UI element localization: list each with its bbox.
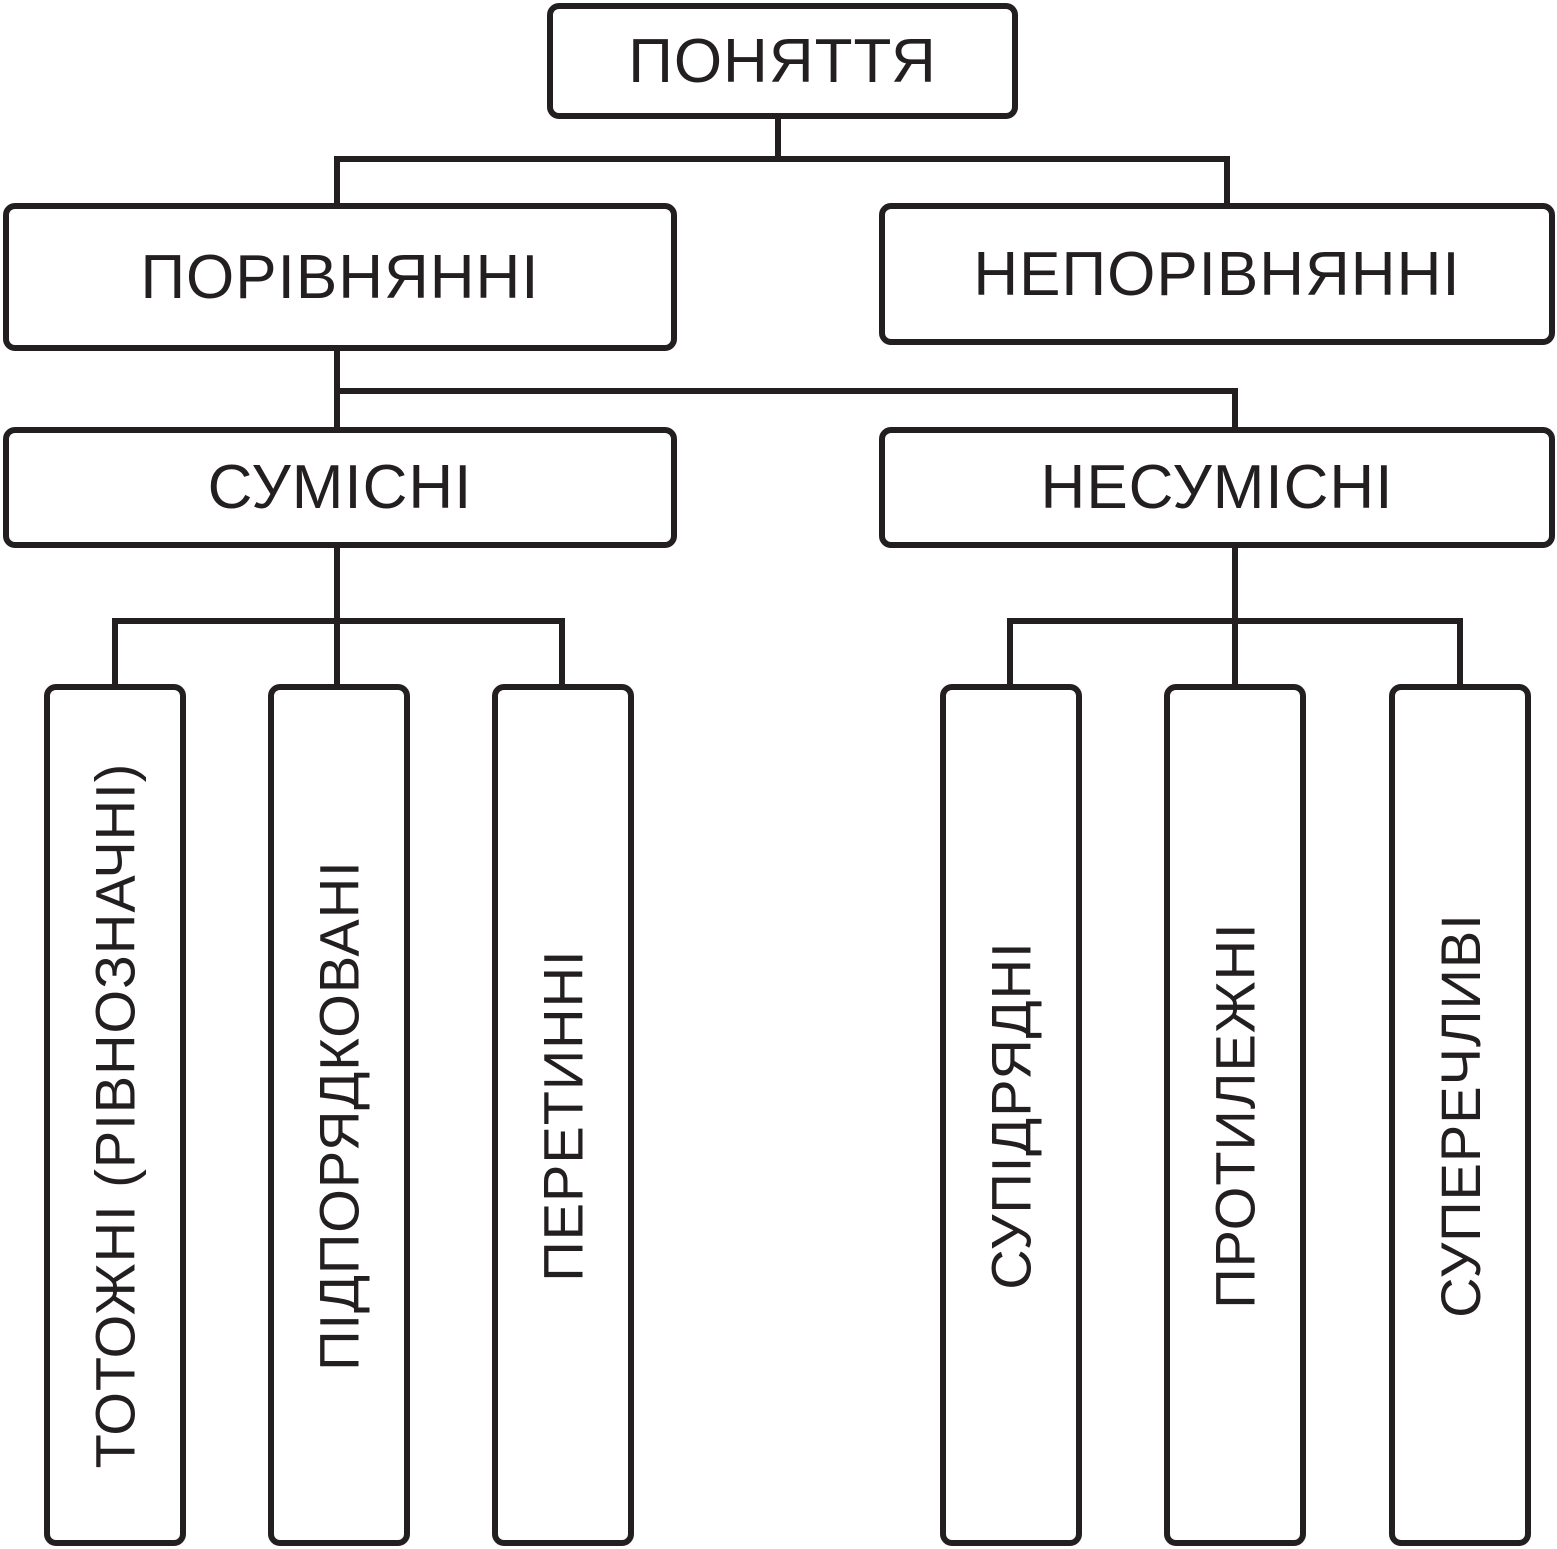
node-incompatible-label: НЕСУМІСНІ: [1040, 453, 1394, 522]
node-intersecting: ПЕРЕТИННІ: [492, 684, 634, 1546]
node-coordinate: СУПІДРЯДНІ: [940, 684, 1082, 1546]
node-opposite-label: ПРОТИЛЕЖНІ: [1203, 921, 1267, 1309]
node-incomparable: НЕПОРІВНЯННІ: [879, 203, 1555, 345]
node-incompatible: НЕСУМІСНІ: [879, 427, 1555, 548]
connector-compatible-children: [112, 618, 565, 687]
node-comparable-label: ПОРІВНЯННІ: [140, 242, 540, 312]
node-compatible: СУМІСНІ: [3, 427, 677, 548]
connector-incompatible-children: [1007, 618, 1463, 687]
node-opposite: ПРОТИЛЕЖНІ: [1164, 684, 1306, 1546]
node-contradictory-label: СУПЕРЕЧЛИВІ: [1428, 912, 1492, 1318]
node-coordinate-label: СУПІДРЯДНІ: [979, 940, 1043, 1290]
node-concept-label: ПОНЯТТЯ: [628, 26, 937, 96]
connector-comparable-to-incompatible: [334, 388, 1238, 430]
node-intersecting-label: ПЕРЕТИННІ: [531, 948, 595, 1282]
node-concept: ПОНЯТТЯ: [547, 3, 1018, 119]
node-subordinate: ПІДПОРЯДКОВАНІ: [268, 684, 410, 1546]
node-comparable: ПОРІВНЯННІ: [3, 203, 677, 351]
node-identical: ТОТОЖНІ (РІВНОЗНАЧНІ): [44, 684, 186, 1546]
node-contradictory: СУПЕРЕЧЛИВІ: [1389, 684, 1531, 1546]
node-subordinate-label: ПІДПОРЯДКОВАНІ: [307, 859, 371, 1371]
node-incomparable-label: НЕПОРІВНЯННІ: [973, 239, 1461, 309]
node-compatible-label: СУМІСНІ: [207, 453, 473, 522]
connector-root-to-level1: [334, 156, 1230, 206]
node-identical-label: ТОТОЖНІ (РІВНОЗНАЧНІ): [83, 762, 147, 1468]
